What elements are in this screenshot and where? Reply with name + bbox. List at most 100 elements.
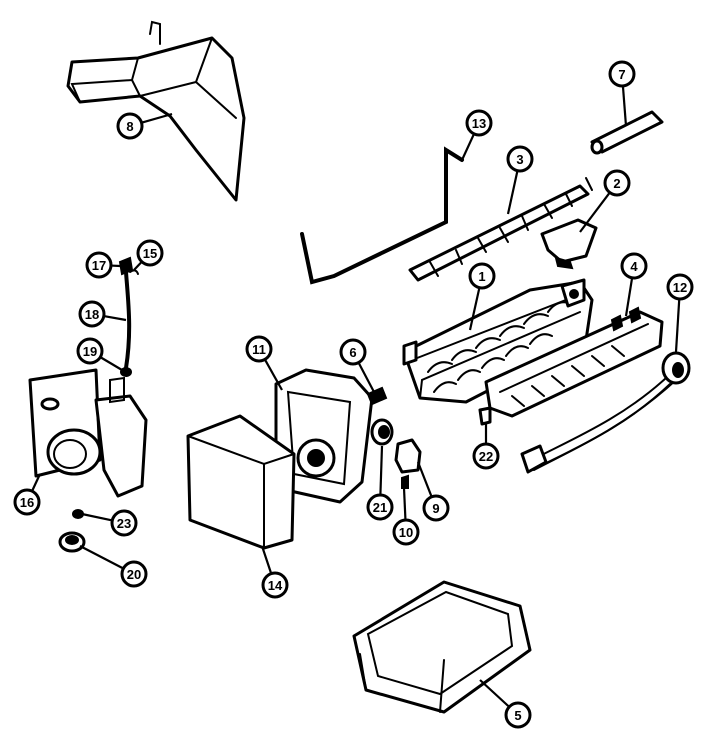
callout-10: 10 bbox=[392, 518, 420, 546]
callout-number-9: 9 bbox=[432, 501, 439, 516]
callout-number-6: 6 bbox=[349, 345, 356, 360]
callout-circle-4 bbox=[620, 252, 648, 280]
leader-line-15 bbox=[133, 260, 143, 271]
callout-5: 5 bbox=[504, 701, 532, 729]
leader-line-23 bbox=[81, 512, 113, 522]
callout-number-7: 7 bbox=[618, 67, 625, 82]
callout-20: 20 bbox=[120, 560, 148, 588]
part-6-screw bbox=[366, 386, 388, 406]
callout-12: 12 bbox=[666, 273, 694, 301]
callout-15: 15 bbox=[136, 239, 164, 267]
callout-19: 19 bbox=[76, 337, 104, 365]
callout-4: 4 bbox=[620, 252, 648, 280]
callout-number-4: 4 bbox=[630, 259, 638, 274]
callout-circle-3 bbox=[506, 145, 534, 173]
part-11-module-housing bbox=[274, 368, 374, 504]
leader-line-9 bbox=[416, 461, 433, 498]
callout-13: 13 bbox=[465, 109, 493, 137]
leader-line-10 bbox=[402, 487, 407, 521]
callout-number-16: 16 bbox=[20, 495, 34, 510]
callout-number-3: 3 bbox=[516, 152, 523, 167]
callout-number-5: 5 bbox=[514, 708, 521, 723]
leader-line-3 bbox=[506, 170, 519, 215]
callout-number-10: 10 bbox=[399, 525, 413, 540]
callout-circle-23 bbox=[110, 509, 138, 537]
callout-22: 22 bbox=[472, 442, 500, 470]
part-9-switch bbox=[394, 438, 422, 474]
callout-number-22: 22 bbox=[479, 449, 493, 464]
part-7-rod bbox=[590, 110, 664, 155]
callout-number-8: 8 bbox=[126, 119, 133, 134]
leader-line-2 bbox=[579, 191, 611, 233]
callout-2: 2 bbox=[603, 169, 631, 197]
callout-18: 18 bbox=[78, 300, 106, 328]
callout-14: 14 bbox=[261, 571, 289, 599]
leader-line-8 bbox=[141, 112, 173, 124]
part-8-ice-chute bbox=[66, 20, 246, 202]
callout-17: 17 bbox=[85, 251, 113, 279]
callout-3: 3 bbox=[506, 145, 534, 173]
part-12-wiring-harness bbox=[520, 351, 691, 474]
leader-line-16 bbox=[31, 473, 41, 492]
callout-circle-17 bbox=[85, 251, 113, 279]
part-21-gear bbox=[370, 418, 394, 446]
callout-number-13: 13 bbox=[472, 116, 486, 131]
leader-line-19 bbox=[99, 356, 123, 371]
callout-number-17: 17 bbox=[92, 258, 106, 273]
callout-number-14: 14 bbox=[268, 578, 283, 593]
callout-number-1: 1 bbox=[478, 269, 485, 284]
leader-line-12 bbox=[674, 298, 681, 353]
part-18-tube bbox=[124, 270, 132, 370]
callout-9: 9 bbox=[422, 494, 450, 522]
callout-circle-19 bbox=[76, 337, 104, 365]
part-2-bearing bbox=[540, 218, 598, 270]
callout-number-2: 2 bbox=[613, 176, 620, 191]
leader-line-18 bbox=[103, 315, 127, 322]
leader-line-1 bbox=[468, 287, 481, 331]
callout-circle-7 bbox=[608, 60, 636, 88]
callout-circle-11 bbox=[245, 335, 273, 363]
callout-21: 21 bbox=[366, 493, 394, 521]
callout-circle-22 bbox=[472, 442, 500, 470]
part-22-clip bbox=[478, 406, 492, 426]
leader-line-13 bbox=[461, 133, 475, 161]
callout-8: 8 bbox=[116, 112, 144, 140]
callout-7: 7 bbox=[608, 60, 636, 88]
callout-number-21: 21 bbox=[373, 500, 387, 515]
callout-circle-13 bbox=[465, 109, 493, 137]
callout-circle-5 bbox=[504, 701, 532, 729]
leader-line-6 bbox=[357, 362, 375, 393]
part-14-cover bbox=[186, 414, 296, 550]
callout-23: 23 bbox=[110, 509, 138, 537]
leader-lines bbox=[31, 85, 681, 708]
callout-number-11: 11 bbox=[252, 342, 266, 357]
part-10-clip bbox=[401, 474, 409, 489]
leader-line-5 bbox=[479, 679, 510, 708]
leader-line-20 bbox=[79, 545, 124, 570]
callout-circle-12 bbox=[666, 273, 694, 301]
callout-number-20: 20 bbox=[127, 567, 141, 582]
leader-line-14 bbox=[260, 545, 273, 574]
callout-circle-15 bbox=[136, 239, 164, 267]
callout-circle-18 bbox=[78, 300, 106, 328]
part-16-water-valve bbox=[28, 368, 148, 498]
part-13-shutoff-arm bbox=[300, 146, 464, 285]
callout-circle-2 bbox=[603, 169, 631, 197]
callout-circle-14 bbox=[261, 571, 289, 599]
part-19-nut bbox=[120, 367, 132, 377]
callout-number-19: 19 bbox=[83, 344, 97, 359]
callout-circle-6 bbox=[339, 338, 367, 366]
callout-number-18: 18 bbox=[85, 307, 99, 322]
part-23-washer bbox=[72, 509, 84, 519]
callout-circle-8 bbox=[116, 112, 144, 140]
callout-1: 1 bbox=[468, 262, 496, 290]
leader-line-21 bbox=[379, 445, 384, 496]
callout-number-12: 12 bbox=[673, 280, 687, 295]
callout-6: 6 bbox=[339, 338, 367, 366]
leader-line-4 bbox=[624, 277, 634, 317]
leader-line-11 bbox=[263, 358, 283, 391]
callout-circle-9 bbox=[422, 494, 450, 522]
callout-11: 11 bbox=[245, 335, 273, 363]
callout-circle-20 bbox=[120, 560, 148, 588]
callout-16: 16 bbox=[13, 488, 41, 516]
